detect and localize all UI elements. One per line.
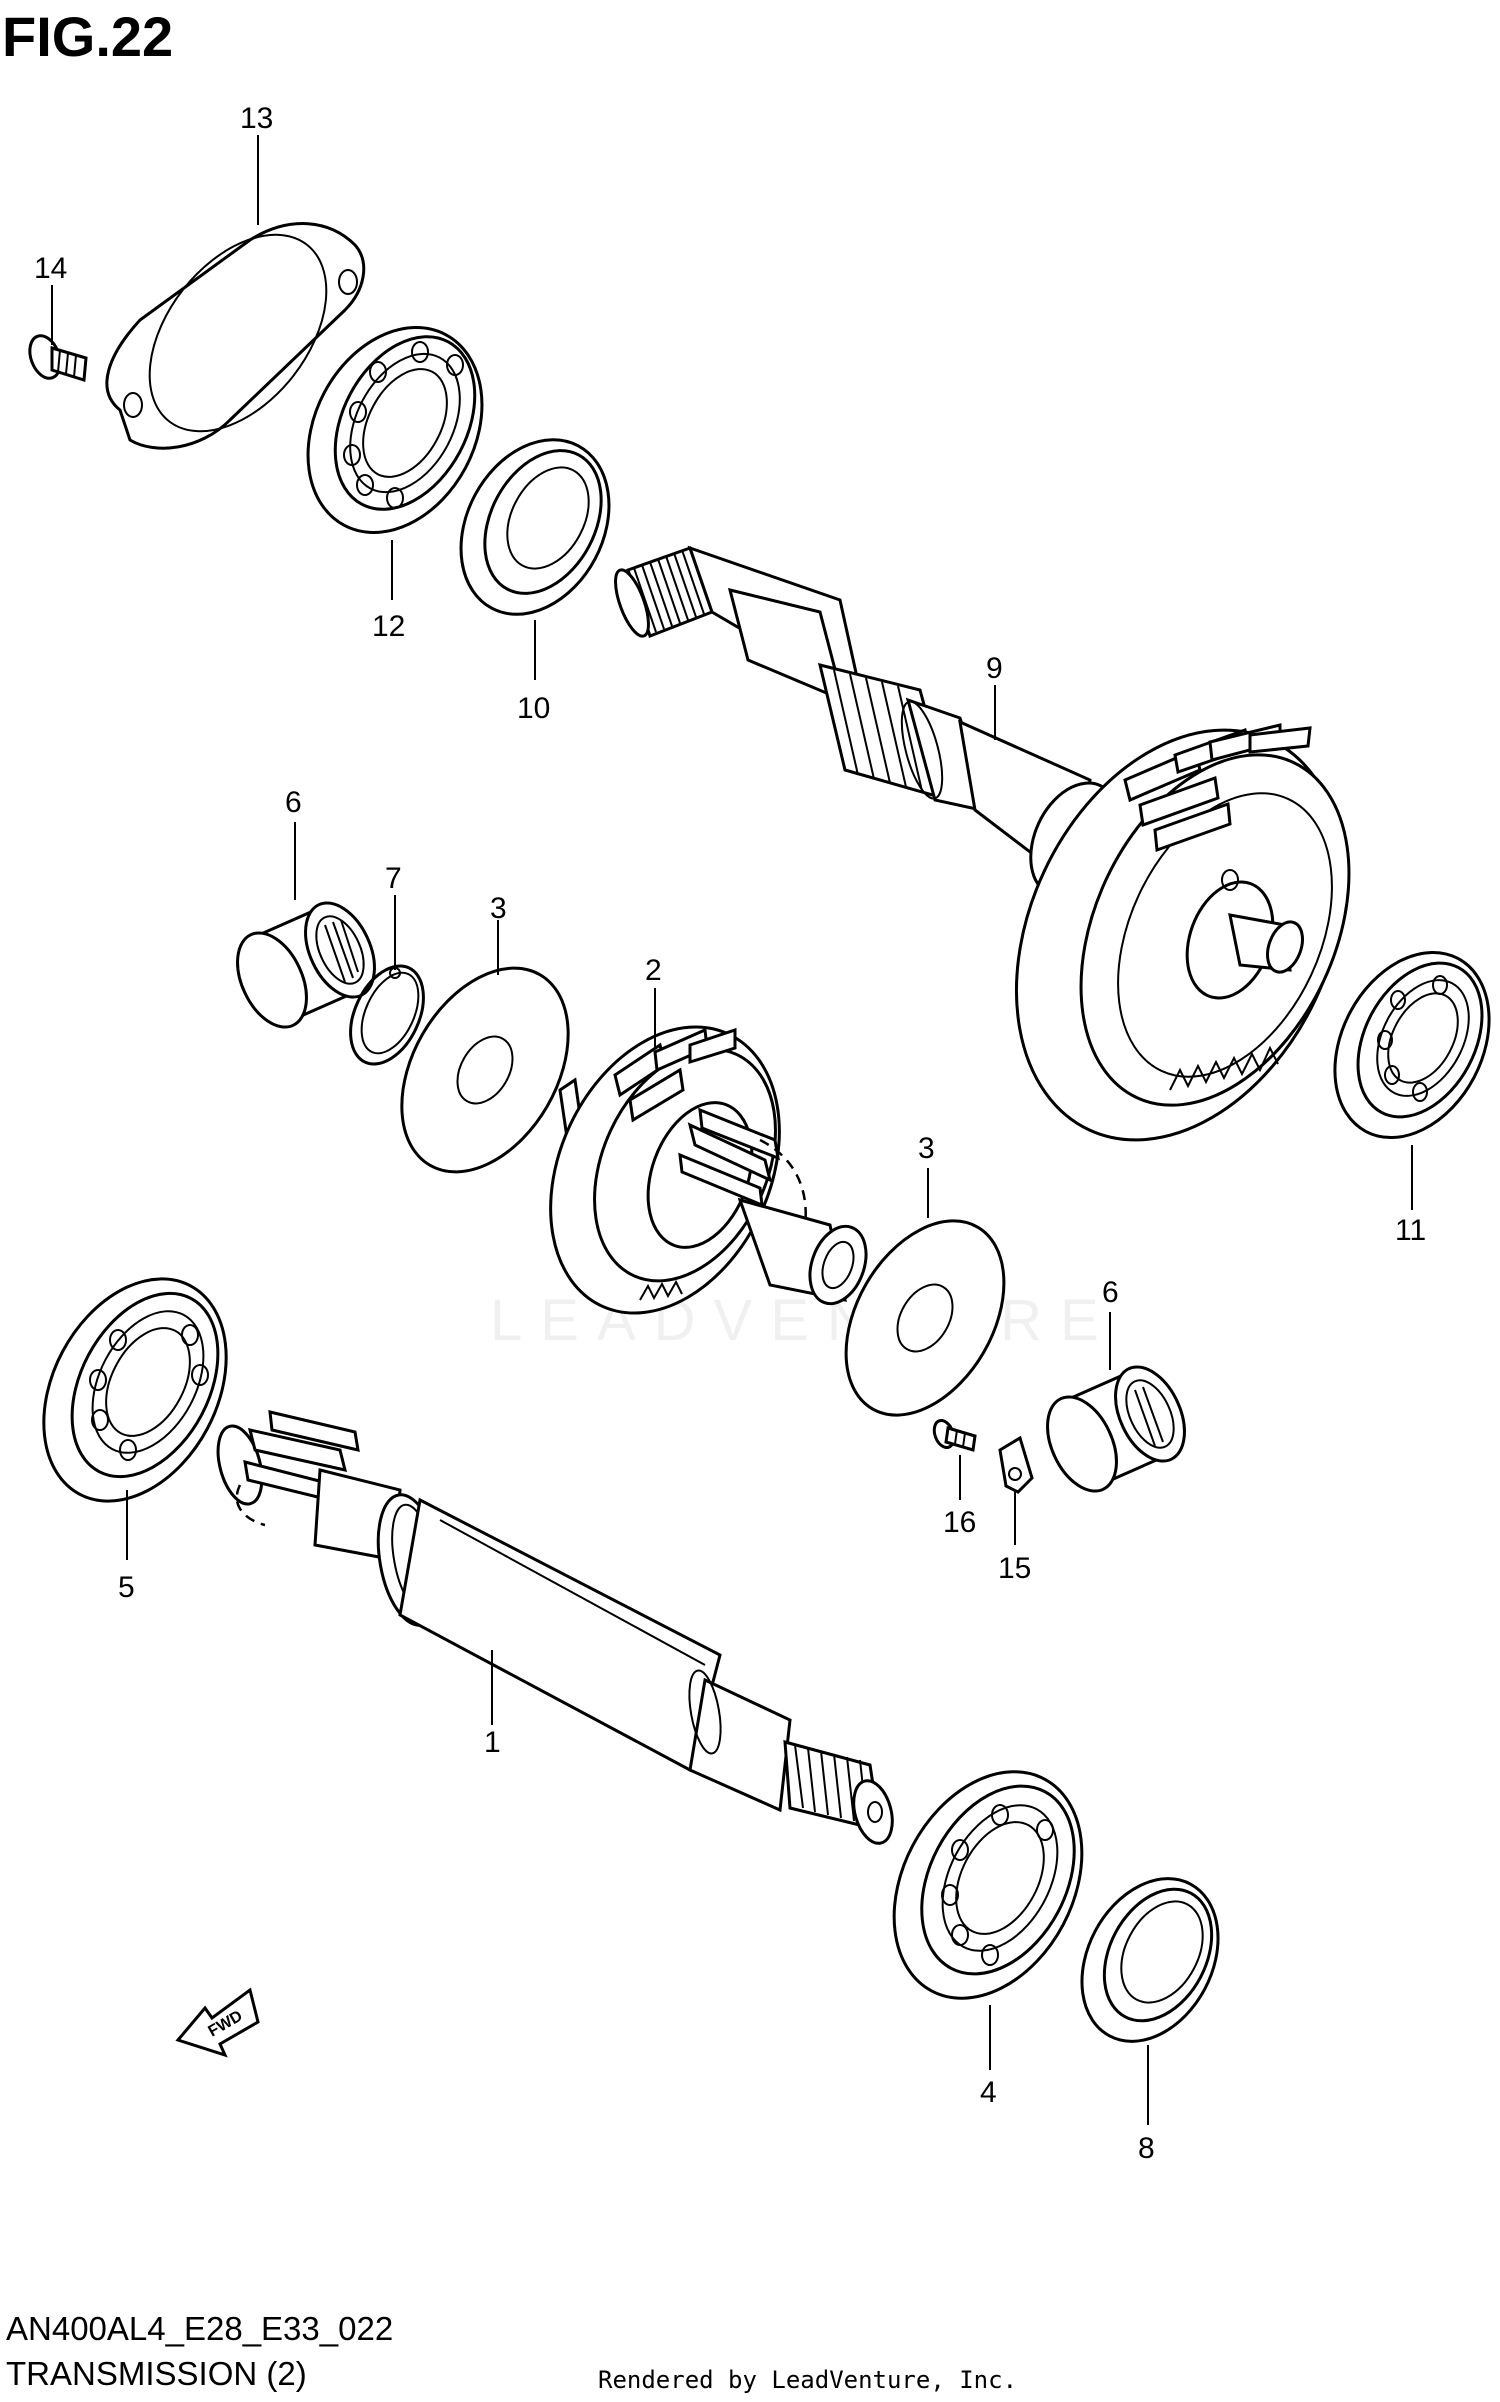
part-10-bearing[interactable] bbox=[432, 414, 638, 640]
render-credit: Rendered by LeadVenture, Inc. bbox=[598, 2366, 1018, 2394]
watermark: LEADVENTURE bbox=[490, 1288, 1117, 1353]
callout-15: 15 bbox=[998, 1552, 1031, 1585]
callout-7: 7 bbox=[385, 862, 402, 895]
part-2-gear[interactable] bbox=[506, 990, 876, 1351]
callout-10: 10 bbox=[517, 692, 550, 725]
callout-1: 1 bbox=[484, 1726, 501, 1759]
part-9-countershaft[interactable] bbox=[609, 545, 1407, 1193]
part-6-needle-bearing-lower[interactable] bbox=[1034, 1356, 1199, 1502]
part-13-retainer-plate[interactable] bbox=[105, 202, 366, 465]
part-4-bearing[interactable] bbox=[857, 1739, 1120, 2031]
callout-3-lower: 3 bbox=[918, 1132, 935, 1165]
part-16-screw[interactable] bbox=[931, 1418, 977, 1452]
model-code: AN400AL4_E28_E33_022 bbox=[6, 2310, 394, 2347]
callout-6-upper: 6 bbox=[285, 786, 302, 819]
section-name: TRANSMISSION (2) bbox=[6, 2355, 307, 2392]
callout-4: 4 bbox=[980, 2076, 997, 2109]
part-7-circlip[interactable] bbox=[336, 954, 438, 1075]
callout-12: 12 bbox=[372, 610, 405, 643]
part-3-washer-upper[interactable] bbox=[368, 939, 603, 1202]
callout-5: 5 bbox=[118, 1571, 135, 1604]
callout-11: 11 bbox=[1395, 1214, 1426, 1247]
callout-13: 13 bbox=[240, 102, 273, 135]
figure-title: FIG.22 bbox=[2, 5, 174, 68]
part-8-oil-seal[interactable] bbox=[1055, 1855, 1245, 2065]
callout-8: 8 bbox=[1138, 2132, 1155, 2165]
callout-9: 9 bbox=[986, 652, 1003, 685]
callout-2: 2 bbox=[645, 954, 662, 987]
part-5-bearing[interactable] bbox=[7, 1247, 263, 1532]
callout-6-lower: 6 bbox=[1102, 1276, 1119, 1309]
fwd-direction-arrow: FWD bbox=[175, 1987, 260, 2058]
part-12-bearing[interactable] bbox=[274, 297, 517, 563]
part-15-lock-tab[interactable] bbox=[998, 1435, 1034, 1494]
leader-lines bbox=[51, 135, 1413, 2125]
callout-labels: 13 14 12 10 9 6 7 3 2 11 3 6 5 16 15 1 4… bbox=[34, 102, 1426, 2165]
callout-14: 14 bbox=[34, 252, 67, 285]
callout-16: 16 bbox=[943, 1506, 976, 1539]
callout-3-upper: 3 bbox=[490, 892, 507, 925]
part-3-washer-lower[interactable] bbox=[814, 1193, 1037, 1443]
part-1-input-shaft[interactable] bbox=[210, 1410, 898, 1848]
part-6-needle-bearing-upper[interactable] bbox=[224, 892, 389, 1038]
part-11-bearing[interactable] bbox=[1304, 926, 1500, 1165]
part-14-screw[interactable] bbox=[24, 332, 88, 383]
